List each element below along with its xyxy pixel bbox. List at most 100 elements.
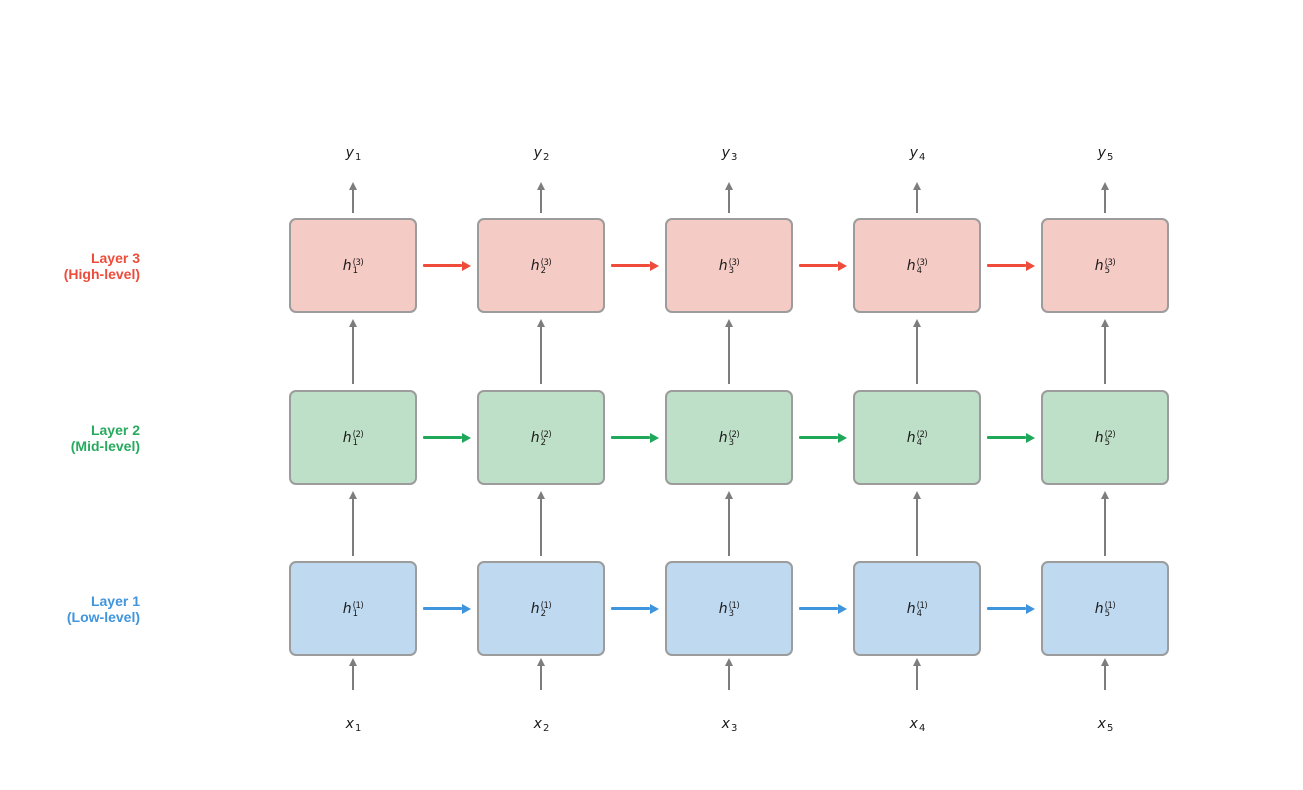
state-scripts: (2)4 (916, 429, 928, 448)
recurrent-arrow-layer2-t2-t3 (611, 432, 659, 443)
recurrent-arrow-layer2-t1-t2 (423, 432, 471, 443)
arrow-shaft (916, 327, 918, 384)
output-subscript: 1 (354, 152, 362, 163)
state-var: h (1094, 257, 1104, 274)
state-superscript: (2) (352, 429, 364, 440)
state-var: h (530, 429, 540, 446)
output-var: y (909, 145, 918, 161)
arrow-shaft (728, 499, 730, 556)
recurrent-arrow-layer2-t3-t4 (799, 432, 847, 443)
layer-name: Layer 3 (90, 249, 140, 266)
state-subscript: 2 (540, 608, 546, 619)
state-var: h (342, 429, 352, 446)
arrow-head (725, 658, 733, 666)
arrow-shaft (987, 436, 1026, 439)
state-superscript: (1) (540, 600, 552, 611)
arrow-head (913, 182, 921, 190)
hidden-cell-layer1-t3: h(1)3 (665, 561, 793, 656)
state-superscript: (2) (916, 429, 928, 440)
input-subscript: 4 (918, 723, 926, 734)
state-var: h (530, 257, 540, 274)
arrow-shaft (352, 190, 354, 213)
input-var: x (1097, 716, 1106, 732)
state-var: h (1094, 429, 1104, 446)
arrow-head (537, 658, 545, 666)
state-subscript: 1 (352, 608, 358, 619)
input-subscript: 2 (542, 723, 550, 734)
state-superscript: (1) (916, 600, 928, 611)
hidden-state-label: h(3)1 (343, 257, 364, 275)
output-arrow-t5 (1100, 182, 1110, 213)
state-superscript: (3) (352, 257, 364, 268)
state-var: h (718, 600, 728, 617)
input-arrow-t3 (724, 658, 734, 690)
state-superscript: (3) (1104, 257, 1116, 268)
state-subscript: 1 (352, 437, 358, 448)
state-var: h (1094, 600, 1104, 617)
arrow-shaft (916, 499, 918, 556)
feed-arrow-l1-to-l2-t2 (536, 491, 546, 556)
layer-1-label: Layer 1(Low-level) (0, 593, 140, 625)
arrow-shaft (352, 499, 354, 556)
arrow-shaft (1104, 190, 1106, 213)
arrow-shaft (1104, 327, 1106, 384)
state-superscript: (3) (916, 257, 928, 268)
arrow-shaft (799, 436, 838, 439)
arrow-head (1026, 260, 1035, 271)
output-label-y3: y3 (699, 145, 759, 163)
state-subscript: 4 (916, 437, 922, 448)
state-scripts: (1)1 (352, 601, 364, 619)
arrow-head (462, 260, 471, 271)
output-var: y (533, 145, 542, 161)
hidden-cell-layer1-t4: h(1)4 (853, 561, 981, 656)
hidden-state-label: h(1)4 (907, 600, 928, 619)
arrow-head (537, 491, 545, 499)
state-subscript: 4 (916, 608, 922, 619)
input-var: x (909, 716, 918, 732)
output-label-y5: y5 (1075, 145, 1135, 163)
arrow-head (838, 603, 847, 614)
arrow-head (650, 432, 659, 443)
hidden-state-label: h(3)4 (907, 257, 928, 275)
feed-arrow-l1-to-l2-t1 (348, 491, 358, 556)
arrow-head (462, 432, 471, 443)
state-subscript: 3 (728, 265, 734, 276)
state-var: h (530, 600, 540, 617)
hidden-cell-layer3-t2: h(3)2 (477, 218, 605, 313)
state-scripts: (1)5 (1105, 601, 1116, 618)
arrow-shaft (799, 607, 838, 610)
feed-arrow-l1-to-l2-t5 (1100, 491, 1110, 556)
state-scripts: (2)2 (541, 430, 552, 447)
hidden-state-label: h(1)5 (1094, 600, 1116, 618)
recurrent-arrow-layer3-t3-t4 (799, 260, 847, 271)
state-scripts: (2)5 (1105, 430, 1116, 447)
state-var: h (718, 429, 728, 446)
arrow-shaft (423, 607, 462, 610)
state-scripts: (3)3 (728, 258, 740, 276)
state-subscript: 5 (1104, 265, 1110, 276)
state-var: h (906, 429, 916, 446)
output-var: y (1097, 145, 1106, 161)
state-scripts: (1)2 (540, 600, 552, 619)
hidden-state-label: h(1)3 (718, 600, 740, 618)
hidden-state-label: h(3)5 (1094, 257, 1116, 276)
recurrent-arrow-layer1-t2-t3 (611, 603, 659, 614)
input-var: x (533, 716, 542, 732)
hidden-state-label: h(1)1 (343, 601, 364, 619)
output-arrow-t1 (348, 182, 358, 213)
output-subscript: 3 (730, 152, 738, 163)
arrow-head (1026, 432, 1035, 443)
hidden-cell-layer1-t5: h(1)5 (1041, 561, 1169, 656)
layer-name: Layer 2 (90, 421, 140, 438)
layer-2-label: Layer 2(Mid-level) (0, 422, 140, 454)
arrow-head (725, 319, 733, 327)
recurrent-arrow-layer1-t3-t4 (799, 603, 847, 614)
hidden-cell-layer3-t1: h(3)1 (289, 218, 417, 313)
recurrent-arrow-layer1-t1-t2 (423, 603, 471, 614)
output-arrow-t3 (724, 182, 734, 213)
arrow-shaft (728, 327, 730, 384)
feed-arrow-l1-to-l2-t4 (912, 491, 922, 556)
output-subscript: 5 (1106, 152, 1114, 163)
output-label-y2: y2 (511, 145, 571, 163)
